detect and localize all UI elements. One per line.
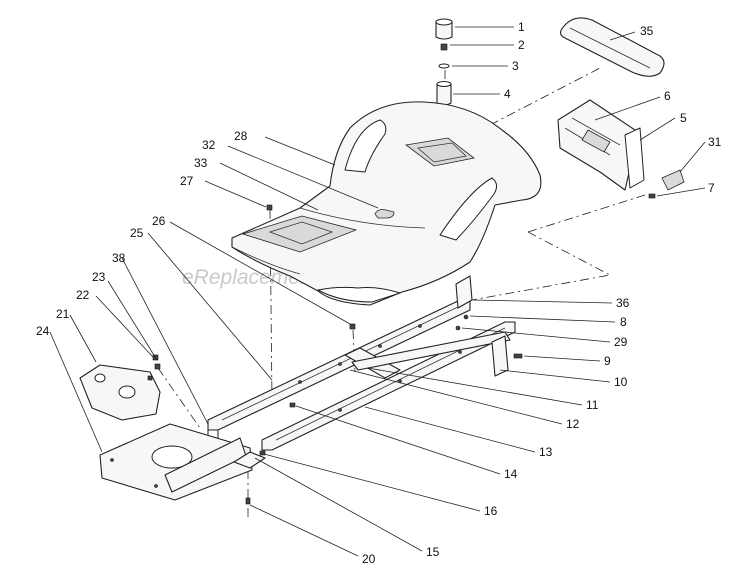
callout-6: 6 <box>664 89 671 103</box>
callout-21: 21 <box>56 307 70 321</box>
decal-part-31 <box>661 169 685 191</box>
fender-part-28 <box>231 101 542 306</box>
callout-4: 4 <box>504 87 511 101</box>
callout-13: 13 <box>539 445 553 459</box>
callout-35: 35 <box>640 24 654 38</box>
knob-parts-1-4 <box>435 18 453 106</box>
assembly-line <box>157 367 201 429</box>
callout-31: 31 <box>708 135 722 149</box>
callout-25: 25 <box>130 226 144 240</box>
bolt-part-20 <box>245 497 251 505</box>
callout-1: 1 <box>518 20 525 34</box>
callout-3: 3 <box>512 59 519 73</box>
leader-lines <box>49 26 706 557</box>
callout-8: 8 <box>620 315 627 329</box>
assembly-line <box>489 67 601 126</box>
callout-38: 38 <box>112 251 126 265</box>
front-plate-part-24 <box>99 423 253 501</box>
callout-15: 15 <box>426 545 440 559</box>
callout-14: 14 <box>504 467 518 481</box>
rear-bracket-part-5 <box>557 99 645 191</box>
callout-36: 36 <box>616 296 630 310</box>
callout-22: 22 <box>76 288 90 302</box>
callout-26: 26 <box>152 214 166 228</box>
callout-23: 23 <box>92 270 106 284</box>
cross-member-part-11 <box>344 331 511 379</box>
callout-10: 10 <box>614 375 628 389</box>
callout-5: 5 <box>680 111 687 125</box>
bracket-part-36 <box>455 275 473 309</box>
callout-12: 12 <box>566 417 580 431</box>
callout-32: 32 <box>202 138 216 152</box>
callout-labels: 1 2 3 4 35 6 5 31 7 28 32 33 27 26 25 38… <box>36 20 722 566</box>
bracket-part-16 <box>233 450 266 469</box>
nut-part-29 <box>455 325 461 331</box>
callout-28: 28 <box>234 129 248 143</box>
callout-9: 9 <box>604 354 611 368</box>
washer-part-8 <box>463 314 469 320</box>
assembly-line <box>269 209 273 401</box>
screw-part-26 <box>349 323 356 330</box>
callout-16: 16 <box>484 504 498 518</box>
callout-29: 29 <box>614 335 628 349</box>
front-bracket-part-21 <box>79 364 161 421</box>
callout-7: 7 <box>708 181 715 195</box>
bracket-part-10 <box>491 335 523 377</box>
washer-part-23 <box>154 363 161 370</box>
callout-11: 11 <box>586 398 599 412</box>
screw-part-27 <box>266 204 273 211</box>
bolt-part-14 <box>289 402 296 408</box>
callout-33: 33 <box>194 156 208 170</box>
callout-24: 24 <box>36 324 50 338</box>
screw-part-7 <box>648 193 656 199</box>
callout-2: 2 <box>518 38 525 52</box>
assembly-line <box>527 194 646 233</box>
assembly-line <box>471 231 612 301</box>
callout-20: 20 <box>362 552 376 566</box>
callout-27: 27 <box>180 174 194 188</box>
seat-part-35 <box>559 17 665 77</box>
